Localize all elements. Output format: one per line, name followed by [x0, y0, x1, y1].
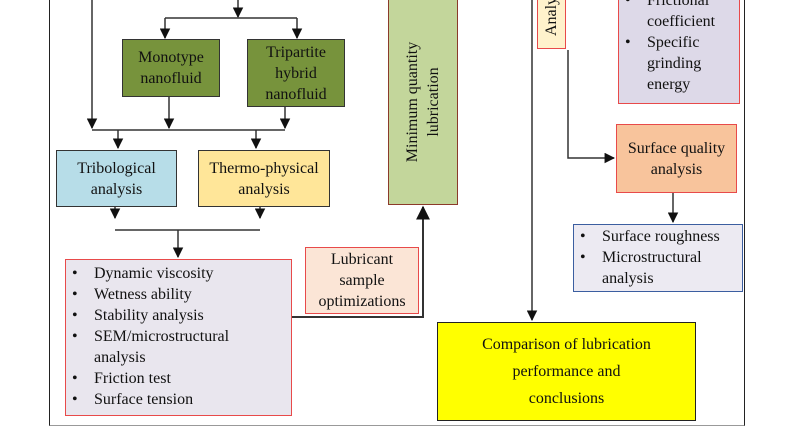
- thermo-line-2: analysis: [238, 180, 290, 198]
- thermo-line-1: Thermo-physical: [209, 159, 319, 177]
- monotype-line-1: Monotype: [138, 49, 204, 66]
- tripartite-line-1: Tripartite: [266, 43, 326, 61]
- tribological-analysis-box: Tribological analysis: [56, 150, 177, 207]
- arrow-to-surface-quality: [567, 50, 616, 164]
- metric-item: Frictional coefficient: [619, 0, 727, 32]
- surface-metrics-list: Surface roughness Microstructural analys…: [574, 226, 742, 289]
- comparison-box: Comparison of lubrication performance an…: [437, 322, 696, 421]
- diagram-frame: [49, 0, 745, 426]
- tripartite-nanofluid-box: Tripartite hybrid nanofluid: [247, 39, 345, 107]
- grinding-metrics-list: Frictional coefficient Specific grinding…: [619, 0, 739, 95]
- comparison-line-1: Comparison of lubrication: [482, 336, 651, 353]
- tests-list: Dynamic viscosity Wetness ability Stabil…: [66, 263, 291, 410]
- lubricant-optimization-box: Lubricant sample optimizations: [305, 247, 419, 314]
- tripartite-line-2: hybrid: [275, 64, 317, 82]
- test-item: Surface tension: [66, 389, 291, 410]
- grinding-metrics-box: Frictional coefficient Specific grinding…: [618, 0, 740, 104]
- tribological-line-1: Tribological: [77, 159, 156, 177]
- metric-item: Specific grinding energy: [619, 32, 727, 95]
- metric-item: Surface roughness: [574, 226, 742, 247]
- comparison-line-3: conclusions: [528, 390, 605, 407]
- arrow-tests-to-mql: [291, 205, 430, 318]
- thermo-physical-analysis-box: Thermo-physical analysis: [198, 150, 330, 207]
- test-item: SEM/microstructural analysis: [66, 326, 254, 368]
- lubricant-line-2: sample: [339, 272, 385, 289]
- monotype-line-2: nanofluid: [140, 70, 202, 87]
- metric-item: Microstructural analysis: [574, 247, 722, 289]
- tests-box: Dynamic viscosity Wetness ability Stabil…: [65, 259, 292, 416]
- lubricant-line-3: optimizations: [318, 293, 406, 310]
- comparison-line-2: performance and: [512, 363, 621, 380]
- mql-line-2: lubrication: [425, 66, 443, 137]
- analysis-partial-box: Analy: [537, 0, 566, 49]
- surface-metrics-box: Surface roughness Microstructural analys…: [573, 224, 743, 292]
- test-item: Dynamic viscosity: [66, 263, 291, 284]
- surface-quality-box: Surface quality analysis: [616, 124, 737, 193]
- test-item: Wetness ability: [66, 284, 291, 305]
- surface-quality-line-2: analysis: [650, 160, 703, 178]
- test-item: Friction test: [66, 368, 291, 389]
- mql-box: Minimum quantity lubrication: [388, 0, 458, 205]
- tribological-line-2: analysis: [90, 180, 143, 198]
- lubricant-line-1: Lubricant: [330, 251, 394, 268]
- mql-line-1: Minimum quantity: [404, 41, 422, 162]
- tripartite-line-3: nanofluid: [265, 85, 327, 103]
- surface-quality-line-1: Surface quality: [627, 139, 726, 157]
- test-item: Stability analysis: [66, 305, 291, 326]
- monotype-nanofluid-box: Monotype nanofluid: [122, 39, 220, 97]
- analysis-partial-label: Analy: [543, 0, 561, 37]
